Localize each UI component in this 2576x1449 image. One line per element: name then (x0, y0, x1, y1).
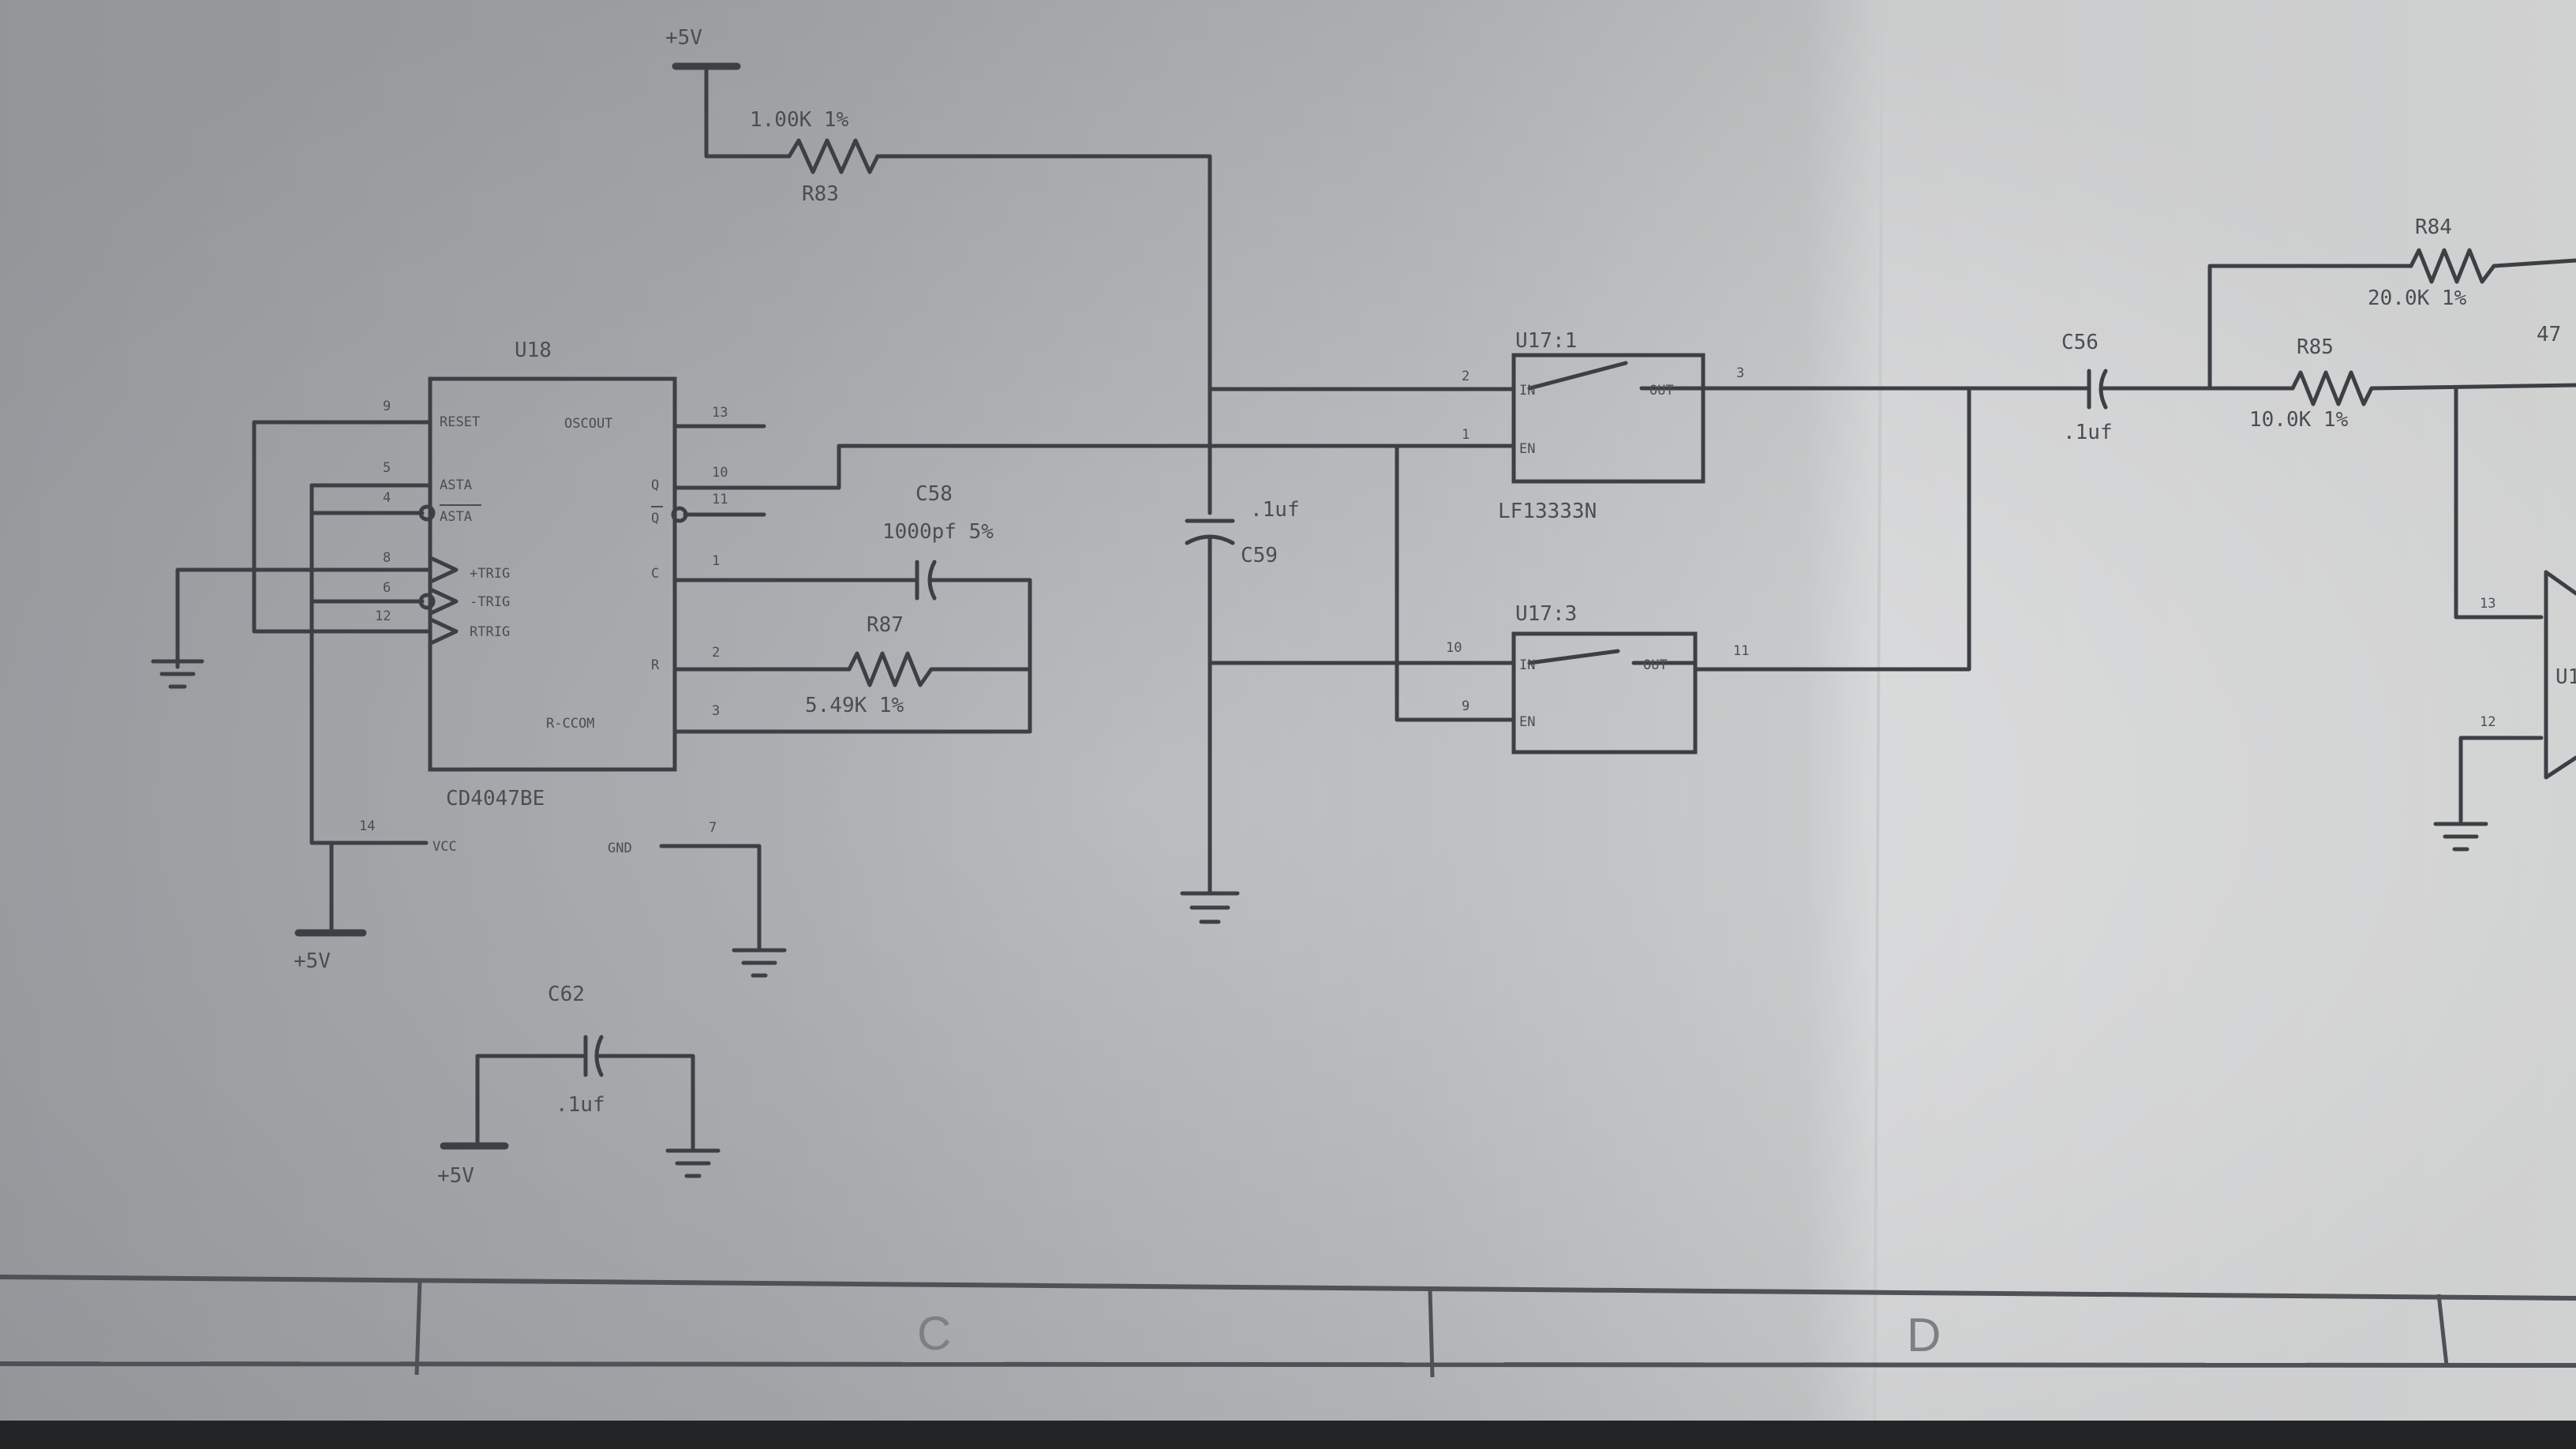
capacitor-c56: C56 .1uf (2061, 331, 2113, 444)
u17-3-ref: U17:3 (1515, 602, 1577, 626)
r84-ref: R84 (2415, 215, 2452, 239)
opamp-u1: 13 12 U1 (2480, 570, 2576, 780)
pin-num-asta: 5 (383, 460, 391, 476)
pin-num-r: 2 (712, 645, 720, 661)
c58-ref: C58 (915, 482, 953, 506)
u17-3-pin-ctl: 9 (1462, 698, 1470, 714)
u17-3-ctl-label: EN (1519, 714, 1535, 730)
pin-num-rcom: 3 (712, 703, 720, 719)
desk-edge (0, 1421, 2576, 1449)
ground-symbol-c59 (1180, 891, 1240, 924)
u17-1-in-label: IN (1519, 383, 1535, 399)
u17-3-in-label: IN (1519, 657, 1535, 673)
pin-qbar-label: Q (651, 511, 659, 526)
r-partial-value: 47 (2537, 323, 2561, 346)
pin-q-label: Q (651, 477, 659, 493)
pin-asta-label: ASTA (440, 477, 472, 493)
c59-value: .1uf (1250, 498, 1300, 522)
resistor-r87: R87 5.49K 1% (805, 613, 934, 717)
switch-u17-3: U17:3 IN EN OUT 10 9 11 (1446, 602, 1749, 754)
resistor-r84: R84 20.0K 1% (2368, 215, 2496, 310)
pin-num-ptrig: 8 (383, 550, 391, 566)
u17-3-out-label: OUT (1643, 657, 1668, 673)
pin-c-label: C (651, 566, 659, 582)
pin-vcc-label: VCC (432, 839, 457, 855)
ic-u18: U18 CD4047BE RESET ASTA ASTA +TRIG -TRIG… (359, 339, 728, 836)
resistor-r83: 1.00K 1% R83 (750, 108, 880, 206)
c56-ref: C56 (2061, 331, 2099, 354)
pin-rtrig-label: RTRIG (470, 624, 510, 640)
u17-1-part: LF13333N (1498, 500, 1597, 523)
ground-symbol-c62 (665, 1148, 721, 1178)
c59-ref: C59 (1241, 544, 1278, 567)
c58-value: 1000pf 5% (882, 520, 994, 544)
c62-value: .1uf (556, 1093, 605, 1117)
opamp-ref: U1 (2555, 665, 2576, 689)
pin-num-c: 1 (712, 553, 720, 569)
opamp-pin-a: 13 (2480, 596, 2496, 612)
u17-1-out-label: OUT (1649, 383, 1674, 399)
pin-reset-label: RESET (440, 414, 480, 430)
pin-num-q: 10 (712, 465, 728, 481)
c56-value: .1uf (2063, 421, 2113, 444)
vcc-left-label: +5V (294, 949, 331, 973)
resistor-r85: R85 10.0K 1% (2249, 335, 2374, 432)
u17-3-pin-in: 10 (1446, 640, 1462, 656)
pin-asta-bar-label: ASTA (440, 509, 472, 525)
pin-r-label: R (651, 657, 660, 673)
vcc-bottom-symbol: +5V (437, 1142, 509, 1188)
pin-rcom-label: R-CCOM (546, 716, 594, 732)
pin-num-asta-bar: 4 (383, 490, 391, 506)
ground-symbol-opamp (2433, 822, 2488, 852)
r83-ref: R83 (802, 182, 839, 206)
r85-value: 10.0K 1% (2249, 408, 2349, 432)
u17-1-ref: U17:1 (1515, 329, 1577, 353)
pin-num-ntrig: 6 (383, 580, 391, 596)
pin-num-oscout: 13 (712, 405, 728, 421)
opamp-pin-b: 12 (2480, 714, 2496, 730)
capacitor-c62: C62 .1uf (475, 983, 695, 1151)
u18-part: CD4047BE (446, 787, 545, 811)
r84-value: 20.0K 1% (2368, 286, 2467, 310)
r85-ref: R85 (2297, 335, 2334, 359)
pin-num-reset: 9 (383, 399, 391, 414)
pin-gnd-label: GND (608, 841, 632, 856)
paper-fold (1873, 0, 1884, 1449)
pin-num-gnd: 7 (709, 820, 717, 836)
c62-ref: C62 (548, 983, 585, 1006)
zone-label-c: C (917, 1307, 951, 1360)
zone-label-d: D (1907, 1309, 1941, 1361)
u17-1-pin-ctl: 1 (1462, 427, 1470, 443)
pin-oscout-label: OSCOUT (564, 416, 612, 432)
u17-1-pin-out: 3 (1736, 365, 1744, 381)
r87-ref: R87 (867, 613, 904, 637)
u18-ref: U18 (515, 339, 552, 362)
pin-ptrig-label: +TRIG (470, 566, 510, 582)
vcc-bottom-label: +5V (437, 1164, 474, 1188)
pin-num-qbar: 11 (712, 492, 728, 507)
r83-value: 1.00K 1% (750, 108, 849, 132)
pin-num-vcc: 14 (359, 818, 375, 834)
pin-num-rtrig: 12 (375, 608, 391, 624)
switch-u17-1: U17:1 LF13333N IN EN OUT 2 1 3 (1462, 329, 1744, 523)
u17-1-pin-in: 2 (1462, 369, 1470, 384)
title-block-border: C D (0, 1275, 2576, 1378)
ground-symbol-u18 (732, 948, 787, 978)
capacitor-c58: C58 1000pf 5% (882, 482, 994, 601)
u17-3-pin-out: 11 (1733, 643, 1749, 659)
vcc-top-label: +5V (665, 26, 702, 50)
vcc-left-symbol: +5V (294, 929, 367, 973)
u17-1-ctl-label: EN (1519, 441, 1535, 457)
r87-value: 5.49K 1% (805, 694, 904, 717)
pin-ntrig-label: -TRIG (470, 594, 510, 610)
ground-symbol-left (151, 659, 204, 689)
